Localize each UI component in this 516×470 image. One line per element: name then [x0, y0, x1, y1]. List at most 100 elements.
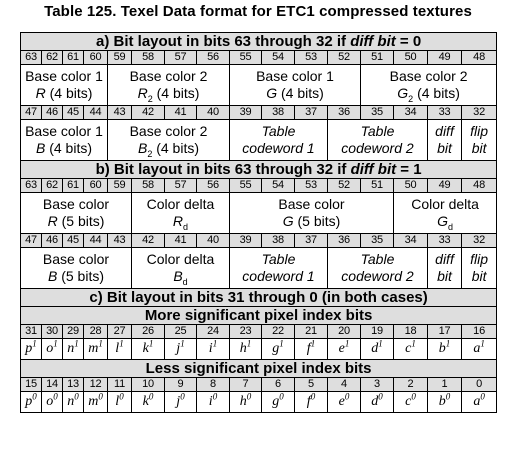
bit-number-cell: 50: [393, 178, 428, 193]
pixel-index-bit-cell: k1: [131, 338, 165, 360]
pixel-index-bit-cell: j1: [164, 338, 197, 360]
pixel-index-bit-cell: k0: [131, 391, 165, 413]
pixel-index-bit-cell: g0: [261, 391, 295, 413]
bit-number-cell: 33: [427, 233, 462, 248]
bit-number-cell: 44: [83, 233, 108, 248]
bit-number-cell: 59: [107, 50, 132, 65]
pixel-index-bit-cell: d1: [360, 338, 394, 360]
bit-number-cell: 63: [20, 178, 42, 193]
bit-number-cell: 37: [294, 105, 328, 120]
pixel-index-bit-cell: m1: [83, 338, 108, 360]
bit-number-cell: 38: [261, 233, 295, 248]
pixel-index-bit-cell: i1: [196, 338, 230, 360]
table-title: Table 125. Texel Data format for ETC1 co…: [44, 3, 472, 20]
pixel-index-bit-cell: m0: [83, 391, 108, 413]
bit-number-cell: 43: [107, 233, 132, 248]
bit-number-cell: 41: [164, 233, 197, 248]
bit-number-cell: 52: [327, 178, 361, 193]
bit-number-cell: 63: [20, 50, 42, 65]
pixel-index-bit-cell: e1: [327, 338, 361, 360]
bit-number-cell: 49: [427, 50, 462, 65]
bit-number-cell: 33: [427, 105, 462, 120]
pixel-index-bit-cell: c0: [393, 391, 428, 413]
bit-number-cell: 4: [327, 377, 361, 392]
pixel-index-bit-cell: b1: [427, 338, 462, 360]
bit-number-cell: 53: [294, 50, 328, 65]
bit-number-cell: 15: [20, 377, 42, 392]
bit-number-cell: 50: [393, 50, 428, 65]
bit-number-cell: 14: [41, 377, 63, 392]
pixel-index-bit-cell: c1: [393, 338, 428, 360]
bit-number-cell: 29: [62, 324, 84, 339]
bit-number-cell: 38: [261, 105, 295, 120]
bit-number-cell: 35: [360, 233, 394, 248]
pixel-index-bit-cell: b0: [427, 391, 462, 413]
pixel-index-bit-cell: d0: [360, 391, 394, 413]
bit-number-cell: 21: [294, 324, 328, 339]
pixel-index-bit-cell: l0: [107, 391, 132, 413]
pixel-index-bit-cell: o0: [41, 391, 63, 413]
pixel-index-bit-cell: g1: [261, 338, 295, 360]
pixel-index-bit-cell: p1: [20, 338, 42, 360]
bit-number-cell: 48: [460, 178, 498, 193]
bit-number-cell: 55: [229, 178, 262, 193]
msb-header: More significant pixel index bits: [19, 306, 498, 325]
bit-number-cell: 56: [196, 178, 230, 193]
bit-number-cell: 9: [164, 377, 197, 392]
bit-number-cell: 36: [327, 233, 361, 248]
bit-number-cell: 5: [294, 377, 328, 392]
bit-number-cell: 40: [196, 233, 230, 248]
section-a-header: a) Bit layout in bits 63 through 32 if d…: [19, 32, 498, 51]
bit-number-cell: 10: [131, 377, 165, 392]
bit-number-cell: 57: [164, 178, 197, 193]
pixel-index-bit-cell: e0: [327, 391, 361, 413]
bit-number-cell: 53: [294, 178, 328, 193]
bit-number-cell: 44: [83, 105, 108, 120]
bit-number-cell: 39: [229, 105, 262, 120]
bit-number-cell: 54: [261, 178, 295, 193]
pixel-index-bit-cell: l1: [107, 338, 132, 360]
bit-number-cell: 25: [164, 324, 197, 339]
pixel-index-bit-cell: h1: [229, 338, 262, 360]
pixel-index-bit-cell: f0: [294, 391, 328, 413]
bit-number-cell: 61: [62, 178, 84, 193]
bit-number-cell: 57: [164, 50, 197, 65]
bit-number-cell: 8: [196, 377, 230, 392]
etc1-texel-table: a) Bit layout in bits 63 through 32 if d…: [19, 32, 498, 413]
bit-number-cell: 18: [393, 324, 428, 339]
pixel-index-bit-cell: a0: [460, 391, 498, 413]
bit-number-cell: 62: [41, 178, 63, 193]
bit-number-cell: 12: [83, 377, 108, 392]
pixel-index-bit-cell: i0: [196, 391, 230, 413]
pixel-index-bit-cell: o1: [41, 338, 63, 360]
bit-number-cell: 60: [83, 178, 108, 193]
bit-number-cell: 40: [196, 105, 230, 120]
bit-number-cell: 56: [196, 50, 230, 65]
bit-number-cell: 1: [427, 377, 462, 392]
bit-number-cell: 32: [460, 233, 498, 248]
bit-number-cell: 36: [327, 105, 361, 120]
bit-number-cell: 49: [427, 178, 462, 193]
bit-number-cell: 22: [261, 324, 295, 339]
bit-number-cell: 26: [131, 324, 165, 339]
bit-number-cell: 54: [261, 50, 295, 65]
bit-number-cell: 24: [196, 324, 230, 339]
bit-number-cell: 20: [327, 324, 361, 339]
